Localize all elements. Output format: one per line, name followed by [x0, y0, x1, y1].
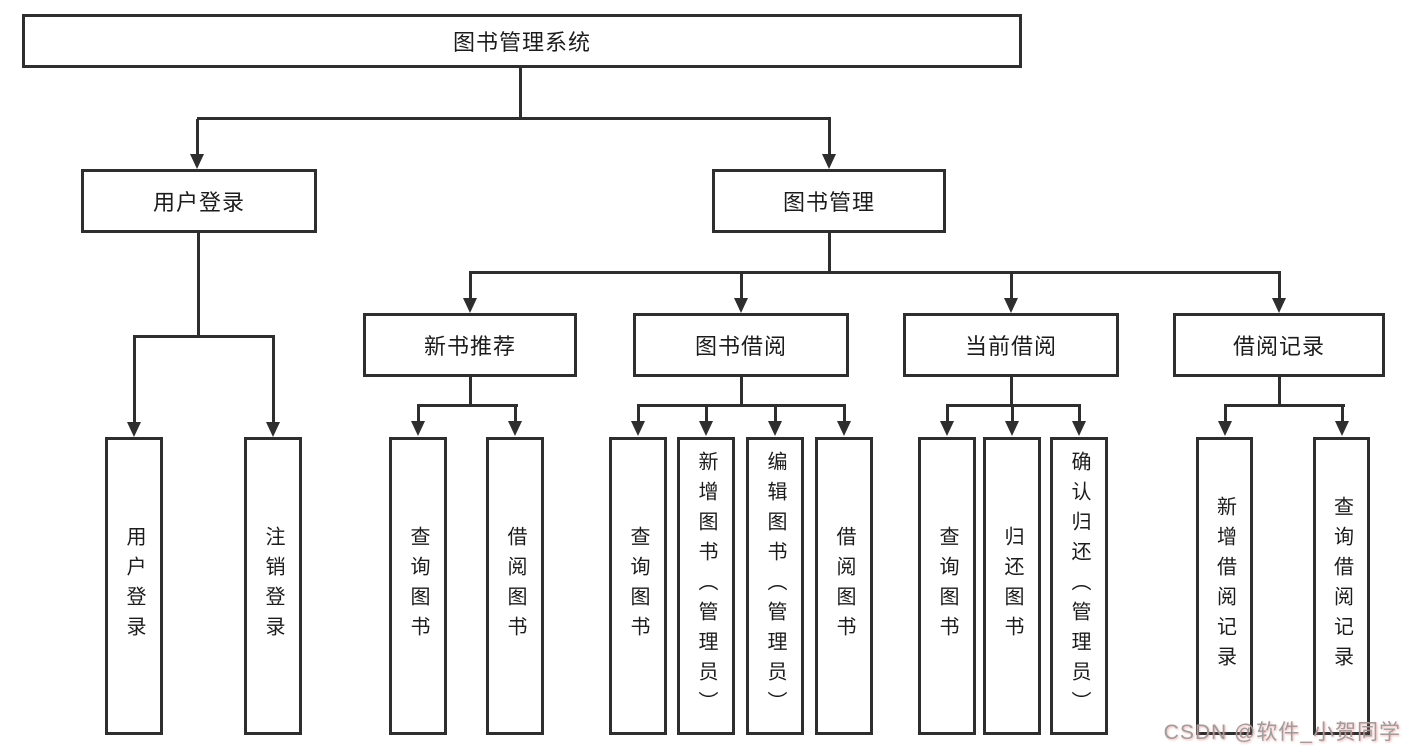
leaf-add-book-admin: 新增图书（管理员） — [677, 437, 735, 735]
arrowhead-icon — [1072, 421, 1086, 436]
connector-line — [417, 404, 518, 407]
node-label: 图书借阅 — [694, 334, 787, 359]
connector-line — [196, 119, 199, 155]
connector-line — [740, 274, 743, 300]
leaf-label: 编辑图书（管理员） — [764, 451, 786, 721]
connector-line — [774, 407, 777, 423]
leaf-label: 新增图书（管理员） — [695, 451, 717, 721]
leaf-edit-book-admin: 编辑图书（管理员） — [746, 437, 804, 735]
node-label: 图书管理 — [782, 190, 875, 215]
leaf-label: 查询借阅记录 — [1330, 496, 1353, 676]
node-new-book-recommendation: 新书推荐 — [363, 313, 577, 377]
connector-line — [1224, 407, 1227, 423]
connector-line — [469, 274, 472, 300]
connector-line — [1278, 274, 1281, 300]
node-library-management-system: 图书管理系统 — [22, 14, 1022, 68]
leaf-label: 归还图书 — [1001, 526, 1023, 646]
leaf-label: 查询图书 — [407, 526, 429, 646]
leaf-query-books-recommend: 查询图书 — [389, 437, 447, 735]
node-book-borrowing: 图书借阅 — [633, 313, 849, 377]
connector-line — [843, 407, 846, 423]
leaf-label: 确认归还（管理员） — [1068, 451, 1090, 721]
arrowhead-icon — [837, 421, 851, 436]
node-current-borrowing: 当前借阅 — [903, 313, 1119, 377]
leaf-user-login: 用户登录 — [105, 437, 163, 735]
node-book-management: 图书管理 — [712, 169, 946, 233]
connector-line — [1341, 407, 1344, 423]
connector-line — [705, 407, 708, 423]
connector-line — [1010, 377, 1013, 407]
connector-line — [1224, 404, 1345, 407]
connector-line — [197, 233, 200, 338]
connector-line — [637, 404, 846, 407]
arrowhead-icon — [631, 421, 645, 436]
connector-line — [637, 407, 640, 423]
leaf-label: 查询图书 — [627, 526, 649, 646]
connector-line — [1078, 407, 1081, 423]
node-label: 新书推荐 — [423, 334, 516, 359]
leaf-label: 用户登录 — [123, 526, 145, 646]
leaf-borrow-books: 借阅图书 — [815, 437, 873, 735]
arrowhead-icon — [768, 421, 782, 436]
node-label: 当前借阅 — [964, 334, 1057, 359]
leaf-label: 新增借阅记录 — [1213, 496, 1236, 676]
connector-line — [133, 338, 136, 422]
connector-line — [946, 404, 1081, 407]
leaf-label: 借阅图书 — [833, 526, 855, 646]
connector-line — [1011, 407, 1014, 423]
arrowhead-icon — [463, 298, 477, 313]
connector-line — [828, 119, 831, 155]
leaf-return-book: 归还图书 — [983, 437, 1041, 735]
arrowhead-icon — [266, 422, 280, 437]
connector-line — [946, 407, 949, 423]
connector-line — [417, 407, 420, 423]
node-borrowing-records: 借阅记录 — [1173, 313, 1385, 377]
arrowhead-icon — [1272, 298, 1286, 313]
connector-line — [197, 117, 831, 120]
leaf-borrow-books-recommend: 借阅图书 — [486, 437, 544, 735]
leaf-label: 借阅图书 — [504, 526, 526, 646]
node-user-login: 用户登录 — [81, 169, 317, 233]
connector-line — [1278, 377, 1281, 407]
leaf-add-borrow-record: 新增借阅记录 — [1196, 437, 1253, 735]
leaf-query-books-borrowing: 查询图书 — [609, 437, 667, 735]
node-label: 图书管理系统 — [452, 30, 591, 55]
node-label: 用户登录 — [152, 190, 245, 215]
arrowhead-icon — [1335, 421, 1349, 436]
arrowhead-icon — [699, 421, 713, 436]
arrowhead-icon — [822, 154, 836, 169]
connector-line — [469, 377, 472, 407]
arrowhead-icon — [190, 154, 204, 169]
arrowhead-icon — [940, 421, 954, 436]
csdn-watermark: CSDN @软件_小贺同学 — [1163, 721, 1401, 744]
leaf-label: 注销登录 — [262, 526, 284, 646]
arrowhead-icon — [1218, 421, 1232, 436]
arrowhead-icon — [127, 422, 141, 437]
connector-line — [740, 377, 743, 407]
arrowhead-icon — [411, 421, 425, 436]
connector-line — [272, 338, 275, 422]
connector-line — [133, 335, 275, 338]
leaf-label: 查询图书 — [936, 526, 958, 646]
connector-line — [519, 68, 522, 119]
leaf-query-books-current: 查询图书 — [918, 437, 976, 735]
connector-line — [1010, 274, 1013, 300]
node-label: 借阅记录 — [1232, 334, 1325, 359]
connector-line — [469, 271, 1281, 274]
leaf-query-borrow-record: 查询借阅记录 — [1313, 437, 1370, 735]
arrowhead-icon — [734, 298, 748, 313]
arrowhead-icon — [508, 421, 522, 436]
connector-line — [514, 407, 517, 423]
leaf-logout: 注销登录 — [244, 437, 302, 735]
connector-line — [828, 233, 831, 274]
leaf-confirm-return-admin: 确认归还（管理员） — [1050, 437, 1108, 735]
arrowhead-icon — [1005, 421, 1019, 436]
arrowhead-icon — [1004, 298, 1018, 313]
